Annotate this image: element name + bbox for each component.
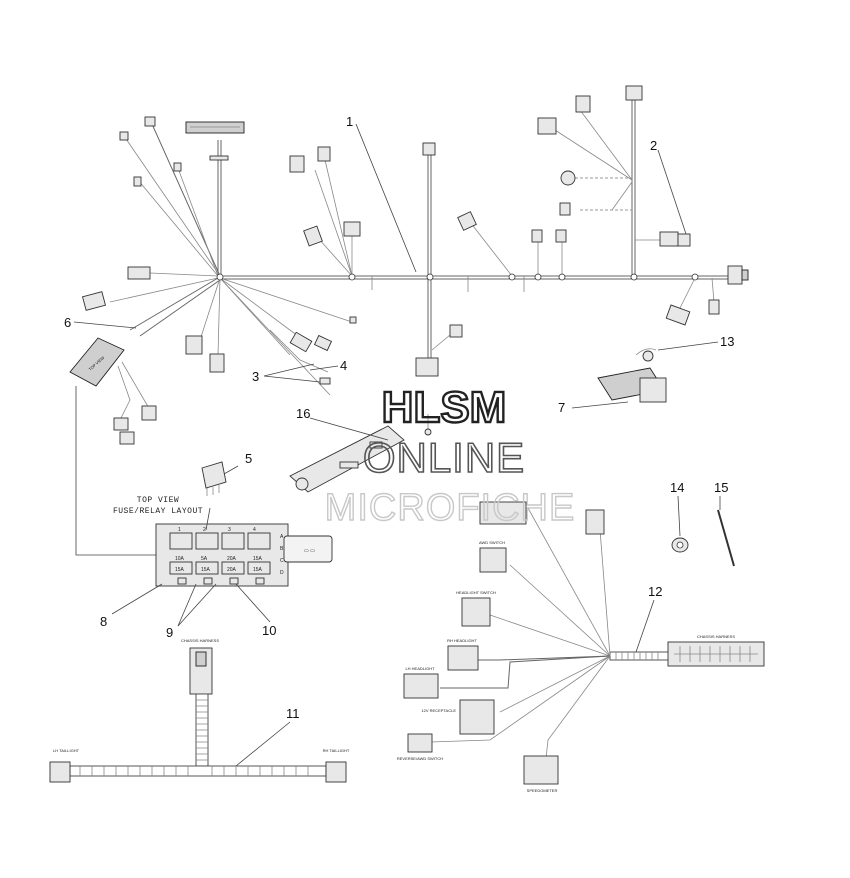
- dash-harness: CHASSIS HARNESS AWD SWITCH HEADLIGHT SWI…: [397, 501, 765, 793]
- speedometer-connector: [523, 755, 559, 785]
- watermark-line3: MICROFICHE: [325, 487, 576, 529]
- callout-7: 7: [558, 400, 565, 415]
- svg-text:4: 4: [253, 527, 256, 533]
- lh-taillight-connector: [49, 761, 71, 783]
- receptacle-label: 12V RECEPTACLE: [421, 708, 456, 713]
- fuse-relay-layout: TOP VIEW FUSE/RELAY LAYOUT ▭ ▭ A B C D 1…: [113, 496, 333, 587]
- fuse-value: 20A: [227, 567, 237, 573]
- rh-taillight-label: RH TAILLIGHT: [323, 748, 350, 753]
- callout-4: 4: [340, 358, 347, 373]
- watermark: HLSM ONLINE MICROFICHE: [324, 382, 576, 530]
- fuse-caption-line2: FUSE/RELAY LAYOUT: [113, 507, 203, 516]
- callout-12: 12: [648, 584, 662, 599]
- watermark-line2: ONLINE: [363, 434, 525, 481]
- headlight-switch-label: HEADLIGHT SWITCH: [456, 590, 496, 595]
- reverse-switch-connector: [407, 733, 433, 753]
- upper-switch-connector: [479, 501, 527, 525]
- callout-16: 16: [296, 406, 310, 421]
- tail-light-harness: CHASSIS HARNESS LH TAILLIGHT RH TAILLIGH…: [49, 638, 350, 783]
- rh-taillight-connector: [325, 761, 347, 783]
- callout-15: 15: [714, 480, 728, 495]
- watermark-line1: HLSM: [382, 383, 507, 432]
- main-end-connector: [727, 265, 743, 285]
- svg-text:C: C: [280, 558, 284, 564]
- callout-leaders: [73, 123, 721, 767]
- fuse-value: 15A: [253, 567, 263, 573]
- callout-5: 5: [245, 451, 252, 466]
- callout-14: 14: [670, 480, 684, 495]
- svg-text:3: 3: [228, 527, 231, 533]
- reverse-switch-label: REVERSE/AWD SWITCH: [397, 756, 443, 761]
- callout-9: 9: [166, 625, 173, 640]
- chassis-harness-right-label: CHASSIS HARNESS: [697, 634, 735, 639]
- headlight-switch-connector: [461, 597, 491, 627]
- svg-text:D: D: [280, 570, 284, 576]
- rh-headlight-label: RH HEADLIGHT: [447, 638, 477, 643]
- relay: [201, 461, 227, 496]
- connector-center-bottom: [415, 357, 439, 377]
- mounting-plate: [289, 414, 432, 493]
- callout-8: 8: [100, 614, 107, 629]
- rh-headlight-connector: [447, 645, 479, 671]
- svg-text:A: A: [280, 534, 284, 540]
- fuse-value: 15A: [175, 567, 185, 573]
- callout-10: 10: [262, 623, 276, 638]
- fuse-value: 10A: [175, 556, 185, 562]
- callout-3: 3: [252, 369, 259, 384]
- fuse-value: 15A: [253, 556, 263, 562]
- fuse-value: 20A: [227, 556, 237, 562]
- callout-2: 2: [650, 138, 657, 153]
- callout-11: 11: [286, 706, 300, 721]
- callout-6: 6: [64, 315, 71, 330]
- fuse-value: 15A: [201, 567, 211, 573]
- connector-left: [127, 266, 151, 280]
- svg-text:B: B: [280, 546, 284, 552]
- callout-13: 13: [720, 334, 734, 349]
- callout-1: 1: [346, 114, 353, 129]
- fuse-value: 5A: [201, 556, 208, 562]
- svg-text:▭ ▭: ▭ ▭: [304, 548, 315, 554]
- chassis-harness-label: CHASSIS HARNESS: [181, 638, 219, 643]
- svg-text:1: 1: [178, 527, 181, 533]
- top-connector-bar: [185, 121, 245, 134]
- lh-taillight-label: LH TAILLIGHT: [53, 748, 80, 753]
- main-harness: [81, 85, 749, 396]
- fuse-caption-line1: TOP VIEW: [137, 496, 179, 505]
- grommet-and-tie: [671, 509, 735, 567]
- wire-cluster-3-4: [269, 329, 331, 385]
- callout-numbers: 1 2 3 4 5 6 7 8 9 10 11 12 13 14 15 16: [64, 114, 734, 721]
- cable-tie: [717, 509, 735, 567]
- svg-text:2: 2: [203, 527, 206, 533]
- lh-headlight-connector: [403, 673, 439, 699]
- awd-switch-connector: [479, 547, 507, 573]
- lh-headlight-label: LH HEADLIGHT: [405, 666, 435, 671]
- top-view-module: TOP VIEW: [69, 337, 157, 556]
- speedometer-label: SPEEDOMETER: [527, 788, 558, 793]
- awd-switch-label: AWD SWITCH: [479, 540, 505, 545]
- receptacle-connector: [459, 699, 495, 735]
- relay-bracket: [597, 348, 667, 403]
